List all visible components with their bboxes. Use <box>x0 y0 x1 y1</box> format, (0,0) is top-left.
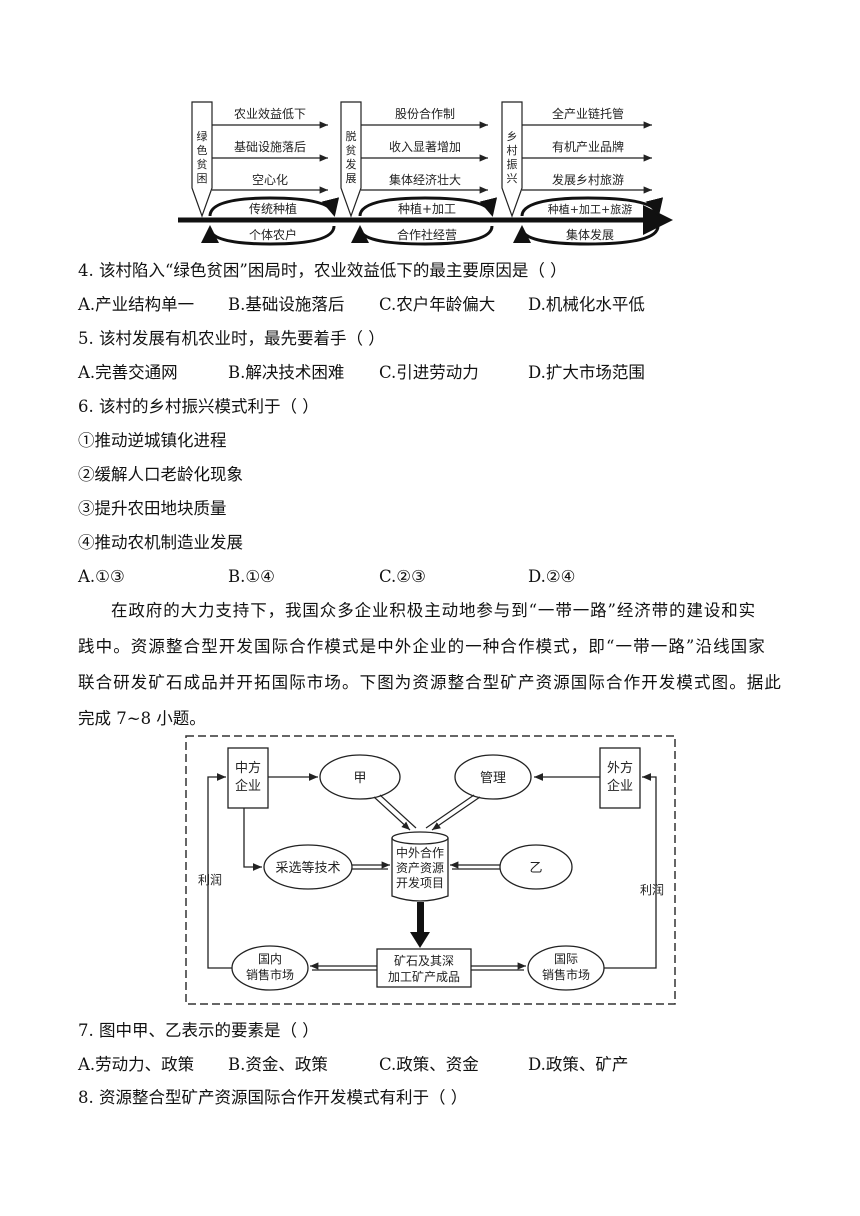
stage-1-item-1: 农业效益低下 <box>234 106 306 121</box>
project-line-3: 开发项目 <box>396 875 444 890</box>
stage-2-char-2: 贫 <box>346 143 357 157</box>
chinese-firm-line-2: 企业 <box>235 778 261 794</box>
project-line-2: 资产资源 <box>396 861 444 875</box>
q5-stem: 5. 该村发展有机农业时，最先要着手（ ） <box>78 329 385 348</box>
intl-market-line-2: 销售市场 <box>542 967 590 982</box>
stage-1-lower: 个体农户 <box>249 227 297 242</box>
stage-1-item-3: 空心化 <box>252 173 288 187</box>
stage-2-char-4: 展 <box>346 172 357 185</box>
stage-3-char-2: 村 <box>507 143 518 157</box>
q6-item-4: ④推动农机制造业发展 <box>78 533 243 552</box>
stage-3-item-2: 有机产业品牌 <box>552 140 624 154</box>
product-line-2: 加工矿产成品 <box>388 970 460 984</box>
q7-stem: 7. 图中甲、乙表示的要素是（ ） <box>78 1021 319 1040</box>
stage-1-item-2: 基础设施落后 <box>234 140 306 154</box>
mineral-cooperation-diagram: 中方 企业 外方 企业 甲 管理 采选等技术 乙 中外合作 资产资源 开发项目 … <box>185 735 676 1005</box>
q7-option-a[interactable]: A.劳动力、政策 <box>78 1055 195 1074</box>
stage-box-1 <box>191 101 213 218</box>
q6-stem: 6. 该村的乡村振兴模式利于（ ） <box>78 397 319 416</box>
q8-stem: 8. 资源整合型矿产资源国际合作开发模式有利于（ ） <box>78 1088 468 1107</box>
stage-box-2 <box>340 101 362 218</box>
stage-box-3 <box>501 101 523 218</box>
profit-right-label: 利润 <box>640 883 664 897</box>
stage-1-char-3: 贫 <box>197 157 208 171</box>
q4-stem: 4. 该村陷入“绿色贫困”困局时，农业效益低下的最主要原因是（ ） <box>78 261 567 280</box>
rural-development-diagram: 绿 色 贫 困 脱 贫 发 展 乡 村 振 兴 农业效益低下 基础设施落后 空心… <box>178 101 673 246</box>
q4-option-a[interactable]: A.产业结构单一 <box>78 295 195 314</box>
q5-option-b[interactable]: B.解决技术困难 <box>228 363 345 382</box>
stage-1-char-4: 困 <box>197 172 208 185</box>
stage-1-char-1: 绿 <box>197 129 208 143</box>
q7-option-b[interactable]: B.资金、政策 <box>228 1055 328 1074</box>
stage-3-item-3: 发展乡村旅游 <box>552 172 624 187</box>
q6-option-c[interactable]: C.②③ <box>379 567 426 586</box>
q6-item-1: ①推动逆城镇化进程 <box>78 431 227 450</box>
stage-2-char-1: 脱 <box>346 129 357 143</box>
q5-option-d[interactable]: D.扩大市场范围 <box>528 363 645 382</box>
tech-label: 采选等技术 <box>275 860 340 876</box>
stage-3-upper: 种植+加工+旅游 <box>548 202 632 216</box>
jia-label: 甲 <box>353 771 366 786</box>
stage-2-item-3: 集体经济壮大 <box>389 172 461 187</box>
domestic-market-line-1: 国内 <box>258 952 282 966</box>
passage-line-2: 践中。资源整合型开发国际合作模式是中外企业的一种合作模式，即“一带一路”沿线国家 <box>78 637 766 656</box>
q4-option-d[interactable]: D.机械化水平低 <box>528 295 645 314</box>
stage-3-lower: 集体发展 <box>566 227 614 242</box>
stage-2-char-3: 发 <box>346 157 357 171</box>
q7-option-d[interactable]: D.政策、矿产 <box>528 1055 629 1074</box>
stage-2-upper: 种植+加工 <box>398 201 456 216</box>
stage-2-item-2: 收入显著增加 <box>389 140 461 154</box>
domestic-market-line-2: 销售市场 <box>246 967 294 982</box>
yi-label: 乙 <box>529 861 542 876</box>
foreign-firm-line-2: 企业 <box>607 778 633 794</box>
intl-market-line-1: 国际 <box>554 952 578 966</box>
q5-option-a[interactable]: A.完善交通网 <box>78 363 178 382</box>
profit-left-label: 利润 <box>198 873 222 887</box>
passage-line-3: 联合研发矿石成品并开拓国际市场。下图为资源整合型矿产资源国际合作开发模式图。据此 <box>78 673 782 692</box>
project-line-1: 中外合作 <box>396 845 444 860</box>
stage-3-char-3: 振 <box>507 157 518 171</box>
q4-option-c[interactable]: C.农户年龄偏大 <box>379 295 496 314</box>
chinese-firm-line-1: 中方 <box>235 760 261 776</box>
product-line-1: 矿石及其深 <box>394 954 454 968</box>
management-label: 管理 <box>480 771 506 786</box>
q7-option-c[interactable]: C.政策、资金 <box>379 1055 479 1074</box>
stage-2-lower: 合作社经营 <box>397 227 457 242</box>
passage-line-4: 完成 7~8 小题。 <box>78 709 206 728</box>
stage-3-char-4: 兴 <box>507 172 518 185</box>
q6-item-3: ③提升农田地块质量 <box>78 499 227 518</box>
stage-3-char-1: 乡 <box>507 130 518 143</box>
stage-2-item-1: 股份合作制 <box>395 106 455 121</box>
q6-option-a[interactable]: A.①③ <box>78 567 125 586</box>
q6-item-2: ②缓解人口老龄化现象 <box>78 465 243 484</box>
q6-option-d[interactable]: D.②④ <box>528 567 576 586</box>
stage-1-char-2: 色 <box>197 143 208 157</box>
passage-line-1: 在政府的大力支持下，我国众多企业积极主动地参与到“一带一路”经济带的建设和实 <box>111 601 757 620</box>
stage-1-upper: 传统种植 <box>249 201 297 216</box>
q4-option-b[interactable]: B.基础设施落后 <box>228 295 345 314</box>
q6-option-b[interactable]: B.①④ <box>228 567 275 586</box>
q5-option-c[interactable]: C.引进劳动力 <box>379 363 479 382</box>
foreign-firm-line-1: 外方 <box>607 760 633 776</box>
stage-3-item-1: 全产业链托管 <box>552 106 624 121</box>
